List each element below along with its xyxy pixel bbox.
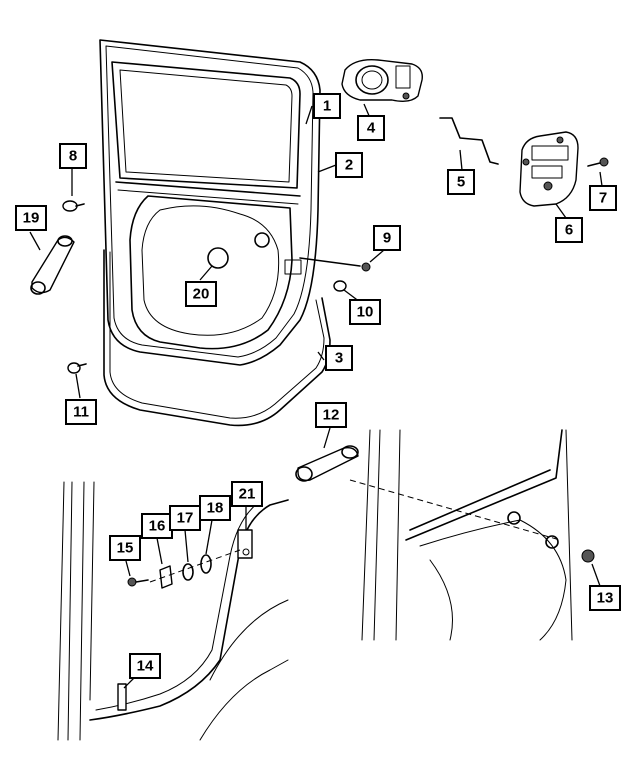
callout-5: 5 [447,169,475,195]
door-latch [519,131,579,207]
latch-screw [587,157,609,167]
callout-13-label: 13 [597,590,614,607]
callout-9: 9 [373,225,401,251]
callout-9-label: 9 [383,230,391,247]
callout-11-label: 11 [73,404,89,421]
weatherstrip [103,249,331,427]
callout-14-label: 14 [137,658,154,675]
callout-18-label: 18 [207,500,224,517]
callout-15: 15 [109,535,141,561]
hinge-detail-view [57,481,289,741]
callout-15-label: 15 [117,540,134,557]
leader-15 [125,560,131,577]
latch-rod [439,117,499,165]
callout-19: 19 [15,205,47,231]
leader-5 [459,149,463,171]
callout-16: 16 [141,513,173,539]
door-mount-detail-view [295,429,595,641]
leader-17 [184,529,189,563]
callout-12: 12 [315,402,347,428]
leader-6 [555,203,567,219]
callout-2: 2 [335,152,363,178]
leader-12 [323,427,331,449]
callout-3-label: 3 [335,350,343,367]
callout-2-label: 2 [345,157,353,174]
callout-6: 6 [555,217,583,243]
leader-16 [156,537,163,565]
callout-8-label: 8 [69,148,77,165]
callout-20-label: 20 [193,286,210,303]
callout-18: 18 [199,495,231,521]
callout-10-label: 10 [357,304,374,321]
callout-6-label: 6 [565,222,573,239]
callout-4: 4 [357,115,385,141]
leader-lines [29,103,603,689]
check-strap-19 [30,235,75,295]
inside-handle [341,59,423,103]
leader-18 [205,519,213,555]
callout-4-label: 4 [367,120,376,137]
leader-2 [317,164,337,173]
bolt-11 [67,362,87,374]
leader-19 [29,231,41,251]
leader-7 [599,171,603,187]
callout-1-label: 1 [323,98,331,115]
callout-1: 1 [313,93,341,119]
plug-10 [333,280,347,292]
callout-19-label: 19 [23,210,40,227]
callout-16-label: 16 [149,518,166,535]
bolt-9 [299,257,371,272]
leader-3 [317,351,325,361]
bolt-8 [62,200,85,212]
callout-17-label: 17 [177,510,194,527]
callout-11: 11 [65,399,97,425]
callout-7-label: 7 [599,190,607,207]
callout-12-label: 12 [323,407,340,424]
callout-8: 8 [59,143,87,169]
door-shell [99,39,321,366]
callout-20: 20 [185,281,217,307]
leader-13 [591,563,601,587]
callout-10: 10 [349,299,381,325]
leader-9 [369,249,385,263]
callout-13: 13 [589,585,621,611]
callout-14: 14 [129,653,161,679]
callout-5-label: 5 [457,174,465,191]
callout-21-label: 21 [239,486,256,503]
leader-20 [199,265,213,281]
leader-1 [305,105,313,125]
callout-7: 7 [589,185,617,211]
callout-17: 17 [169,505,201,531]
callout-21: 21 [231,481,263,507]
leader-11 [75,373,81,399]
callout-3: 3 [325,345,353,371]
